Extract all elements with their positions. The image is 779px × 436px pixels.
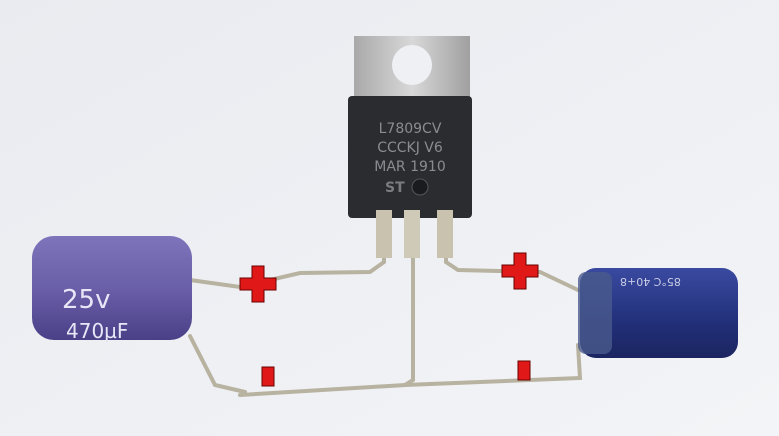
capacitor-right: 85°C 40+8 — [578, 268, 738, 358]
regulator-code: CCCKJ V6 — [377, 140, 443, 156]
mounting-hole — [392, 45, 432, 85]
regulator-part-number: L7809CV — [379, 121, 442, 137]
pin-ground — [404, 210, 420, 258]
capacitor-left: 25v 470µF — [32, 236, 192, 343]
plus-marker-left — [239, 265, 277, 303]
capacitor-voltage: 25v — [62, 285, 110, 315]
capacitor-capacitance: 470µF — [66, 319, 128, 343]
st-logo: ST — [385, 180, 405, 196]
regulator-dimple — [411, 178, 429, 196]
voltage-regulator: L7809CV CCCKJ V6 MAR 1910 ST — [348, 36, 472, 258]
polarity-markers — [239, 252, 539, 387]
minus-marker-left — [261, 366, 275, 387]
minus-marker-right — [517, 360, 531, 381]
capacitor-right-label: 85°C 40+8 — [620, 275, 681, 288]
pin-output — [437, 210, 453, 258]
plus-marker-right — [501, 252, 539, 290]
regulator-body — [348, 96, 472, 218]
pin-input — [376, 210, 392, 258]
regulator-date: MAR 1910 — [374, 159, 445, 175]
